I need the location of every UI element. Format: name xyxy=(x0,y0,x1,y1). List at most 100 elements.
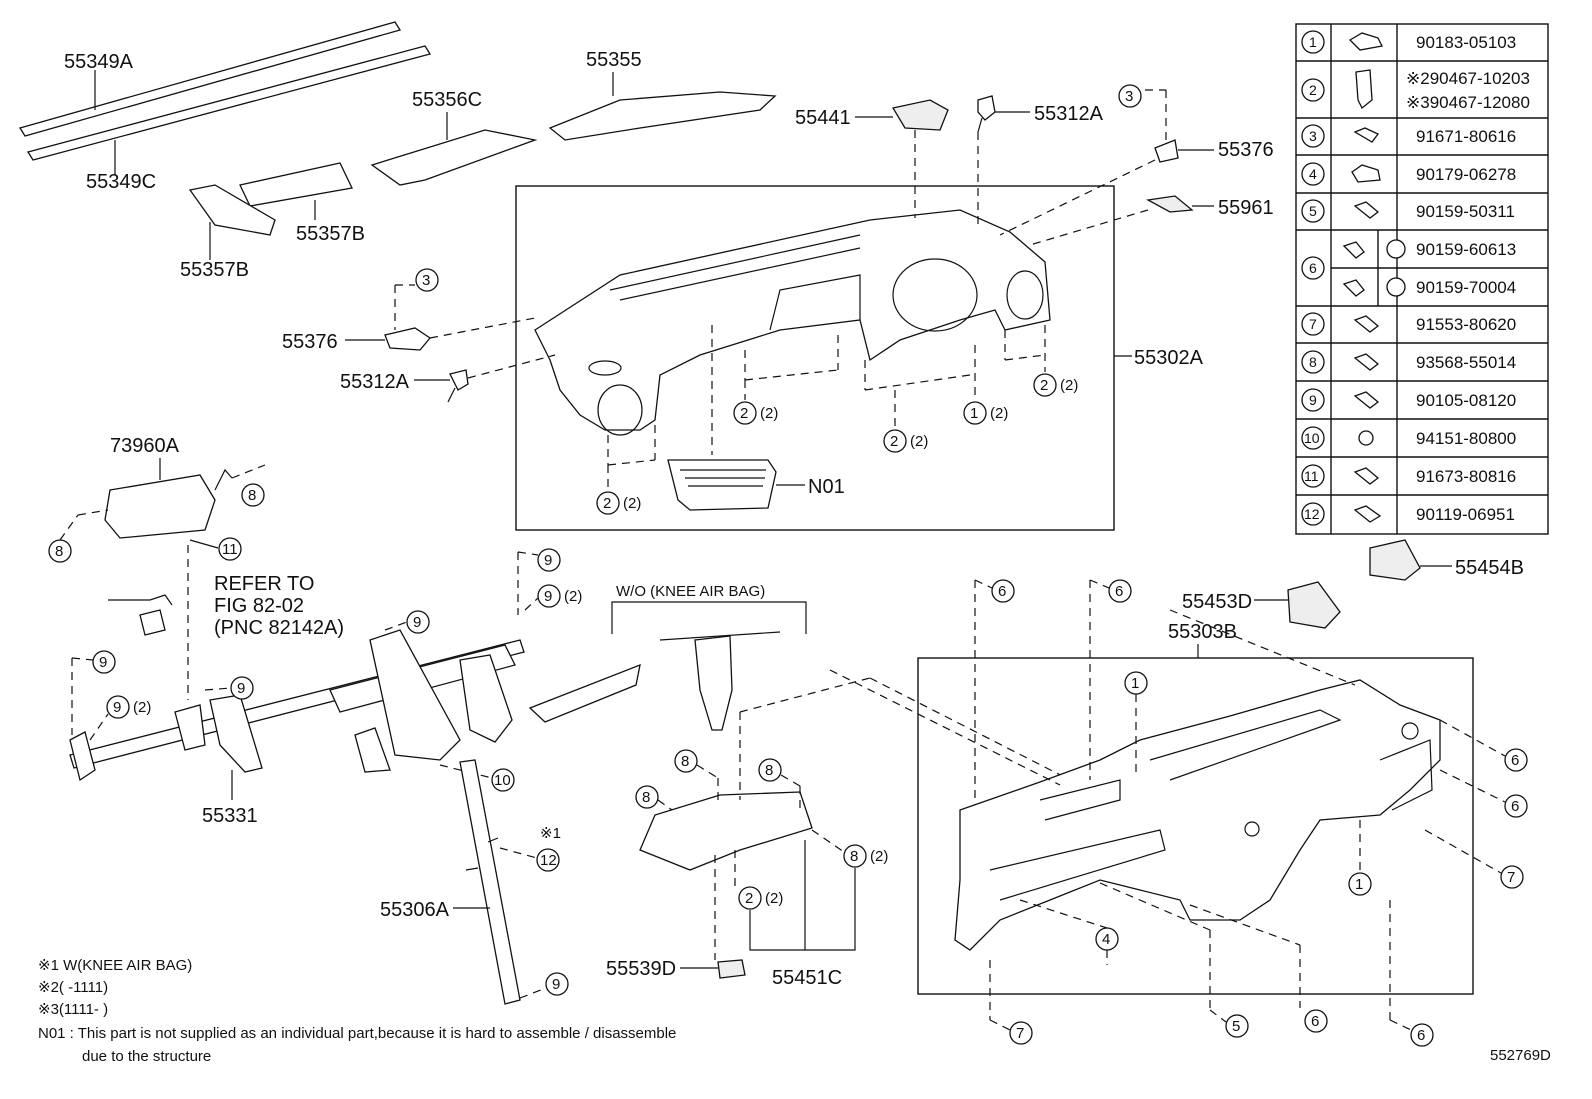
svg-text:8: 8 xyxy=(248,487,256,504)
svg-text:11: 11 xyxy=(222,541,238,558)
svg-text:(2): (2) xyxy=(910,433,928,450)
label-55453D: 55453D xyxy=(1182,591,1252,613)
svg-text:2: 2 xyxy=(1309,82,1317,98)
part-55312A-left xyxy=(449,369,469,391)
svg-text:3: 3 xyxy=(1309,128,1317,144)
part-55961 xyxy=(1145,195,1194,213)
label-55376-left: 55376 xyxy=(282,331,338,353)
dash-panel-shape xyxy=(534,209,1051,436)
callout-12 xyxy=(536,848,560,872)
svg-text:5: 5 xyxy=(1309,203,1317,219)
svg-text:3: 3 xyxy=(1125,88,1133,105)
part-55441 xyxy=(891,99,949,131)
svg-text:91673-80816: 91673-80816 xyxy=(1416,467,1516,486)
callout-3-left xyxy=(415,268,439,292)
svg-text:6: 6 xyxy=(1511,798,1519,815)
callout-8-airbag-right xyxy=(241,483,265,507)
label-55356C: 55356C xyxy=(412,89,482,111)
svg-text:6: 6 xyxy=(1309,260,1317,276)
beam-callouts: 9 9 (2) 9 9 9 (2) 9 10 xyxy=(71,548,582,792)
dash-panel-box xyxy=(515,185,1115,531)
svg-text:2: 2 xyxy=(603,495,611,512)
refer-line2: FIG 82-02 xyxy=(214,595,304,617)
svg-text:90159-70004: 90159-70004 xyxy=(1416,278,1516,297)
svg-text:1: 1 xyxy=(1309,34,1317,50)
note-5: due to the structure xyxy=(82,1048,211,1065)
svg-text:(2): (2) xyxy=(1060,377,1078,394)
svg-text:9: 9 xyxy=(544,588,552,605)
svg-text:※390467-12080: ※390467-12080 xyxy=(1406,93,1530,112)
callout-9-brace xyxy=(545,972,569,996)
note-4: N01 : This part is not supplied as an in… xyxy=(38,1025,676,1042)
part-55451C xyxy=(639,791,813,871)
svg-text:10: 10 xyxy=(1304,430,1320,446)
svg-text:1: 1 xyxy=(1355,876,1363,893)
svg-text:(2): (2) xyxy=(765,890,783,907)
svg-text:2: 2 xyxy=(890,433,898,450)
label-55357B-lower: 55357B xyxy=(180,259,249,281)
label-55451C: 55451C xyxy=(772,967,842,989)
note-2: ※2( -1111) xyxy=(38,979,108,996)
svg-text:7: 7 xyxy=(1507,869,1515,886)
svg-text:4: 4 xyxy=(1309,166,1317,182)
part-55376-upper xyxy=(1154,139,1179,163)
svg-text:12: 12 xyxy=(1304,506,1320,522)
arrow-indicator xyxy=(528,663,641,723)
svg-text:10: 10 xyxy=(494,772,511,789)
label-55349A: 55349A xyxy=(64,51,134,73)
refer-line1: REFER TO xyxy=(214,573,314,595)
svg-text:8: 8 xyxy=(642,789,650,806)
svg-text:8: 8 xyxy=(681,753,689,770)
svg-text:5: 5 xyxy=(1232,1018,1240,1035)
svg-text:8: 8 xyxy=(1309,354,1317,370)
label-55355: 55355 xyxy=(586,49,642,71)
label-N01: N01 xyxy=(808,476,845,498)
svg-text:2: 2 xyxy=(745,890,753,907)
lower-panel-shape xyxy=(954,679,1441,951)
svg-text:90119-06951: 90119-06951 xyxy=(1416,505,1515,524)
svg-text:9: 9 xyxy=(1309,392,1317,408)
defroster-strips xyxy=(18,21,777,260)
fastener-table: 1 2 3 4 5 6 7 8 9 10 11 12 90183-05103 ※… xyxy=(1295,23,1549,535)
svg-text:6: 6 xyxy=(1311,1013,1319,1030)
svg-text:(2): (2) xyxy=(870,848,888,865)
part-55539D xyxy=(717,959,746,979)
svg-text:9: 9 xyxy=(552,976,560,993)
svg-text:(2): (2) xyxy=(133,699,151,716)
wo-knee-label: W/O (KNEE AIR BAG) xyxy=(616,583,765,600)
label-55349C: 55349C xyxy=(86,171,156,193)
note-1: ※1 W(KNEE AIR BAG) xyxy=(38,957,192,974)
refer-line3: (PNC 82142A) xyxy=(214,617,344,639)
svg-text:1: 1 xyxy=(1131,675,1139,692)
label-55961: 55961 xyxy=(1218,197,1274,219)
label-55302A: 55302A xyxy=(1134,347,1204,369)
bracket-callouts: 8 8 8 8 (2) 2 (2) xyxy=(635,749,888,960)
svg-text:9: 9 xyxy=(99,654,107,671)
label-55376-upper: 55376 xyxy=(1218,139,1274,161)
svg-text:(2): (2) xyxy=(623,495,641,512)
part-55453D xyxy=(1287,581,1341,629)
note-mark-1: ※1 xyxy=(540,825,561,842)
label-55306A: 55306A xyxy=(380,899,450,921)
label-55303B: 55303B xyxy=(1168,621,1237,643)
svg-text:90159-60613: 90159-60613 xyxy=(1416,240,1516,259)
svg-text:12: 12 xyxy=(540,852,557,869)
lower-panel-box xyxy=(917,657,1474,995)
svg-text:91553-80620: 91553-80620 xyxy=(1416,315,1516,334)
callout-3-upper xyxy=(1118,84,1142,108)
steering-support-beam xyxy=(69,629,525,782)
svg-text:8: 8 xyxy=(55,543,63,560)
svg-text:4: 4 xyxy=(1102,931,1110,948)
svg-text:11: 11 xyxy=(1304,468,1319,484)
svg-text:8: 8 xyxy=(765,762,773,779)
svg-text:6: 6 xyxy=(1511,752,1519,769)
svg-text:6: 6 xyxy=(1417,1027,1425,1044)
knee-bracket xyxy=(694,635,733,731)
svg-text:7: 7 xyxy=(1309,316,1317,332)
svg-text:90159-50311: 90159-50311 xyxy=(1416,202,1515,221)
svg-text:7: 7 xyxy=(1016,1025,1024,1042)
svg-text:9: 9 xyxy=(237,680,245,697)
part-55376-left xyxy=(384,327,431,351)
label-55454B: 55454B xyxy=(1455,557,1524,579)
